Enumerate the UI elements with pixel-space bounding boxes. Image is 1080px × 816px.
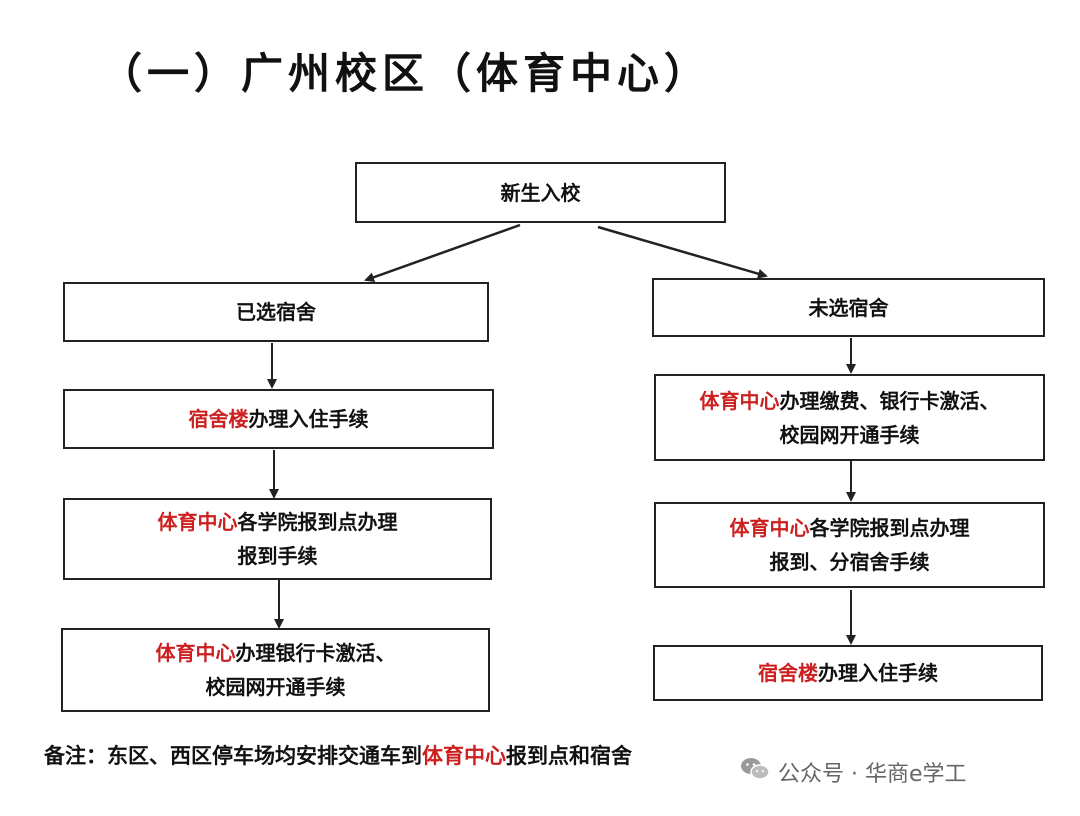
left-step-2-text: 各学院报到点办理 bbox=[237, 510, 398, 534]
right-step-1: 体育中心办理缴费、银行卡激活、 校园网开通手续 bbox=[654, 374, 1045, 461]
left-step-2-line1: 体育中心各学院报到点办理 bbox=[158, 505, 398, 539]
footnote-prefix: 备注：东区、西区停车场均安排交通车到 bbox=[44, 744, 422, 768]
right-head-label: 未选宿舍 bbox=[808, 295, 889, 320]
right-step-3-text: 办理入住手续 bbox=[818, 661, 938, 685]
footnote-suffix: 报到点和宿舍 bbox=[506, 744, 632, 768]
left-step-3-line2: 校园网开通手续 bbox=[205, 675, 346, 699]
right-head-box: 未选宿舍 bbox=[652, 278, 1045, 337]
left-head-box: 已选宿舍 bbox=[63, 282, 489, 342]
wechat-icon bbox=[740, 756, 770, 788]
left-step-1-text: 办理入住手续 bbox=[248, 407, 369, 431]
right-step-1-line2: 校园网开通手续 bbox=[779, 422, 920, 447]
page-title: （一）广州校区（体育中心） bbox=[100, 49, 712, 98]
left-step-3: 体育中心办理银行卡激活、 校园网开通手续 bbox=[61, 628, 490, 712]
arrow-start-to-left bbox=[364, 223, 521, 283]
right-step-2: 体育中心各学院报到点办理 报到、分宿舍手续 bbox=[654, 502, 1045, 588]
left-step-3-text: 办理银行卡激活、 bbox=[235, 641, 396, 665]
right-step-3-highlight: 宿舍楼 bbox=[758, 661, 818, 685]
right-step-2-line2: 报到、分宿舍手续 bbox=[769, 550, 930, 574]
watermark-text: 公众号 · 华商e学工 bbox=[778, 762, 967, 787]
left-step-3-line1: 体育中心办理银行卡激活、 bbox=[156, 636, 396, 670]
left-step-3-highlight: 体育中心 bbox=[155, 641, 236, 665]
left-head-label: 已选宿舍 bbox=[236, 300, 316, 324]
right-step-3-line1: 宿舍楼办理入住手续 bbox=[758, 656, 938, 690]
left-step-2: 体育中心各学院报到点办理 报到手续 bbox=[63, 498, 492, 580]
start-box: 新生入校 bbox=[355, 162, 726, 223]
left-step-1: 宿舍楼办理入住手续 bbox=[63, 389, 494, 449]
right-step-3: 宿舍楼办理入住手续 bbox=[653, 645, 1043, 701]
footnote-highlight: 体育中心 bbox=[422, 744, 506, 768]
right-step-1-text: 办理缴费、银行卡激活、 bbox=[779, 388, 1000, 413]
right-step-1-line1: 体育中心办理缴费、银行卡激活、 bbox=[700, 384, 1000, 418]
left-step-1-highlight: 宿舍楼 bbox=[188, 407, 249, 431]
left-step-2-line2: 报到手续 bbox=[237, 544, 318, 568]
right-step-1-highlight: 体育中心 bbox=[699, 388, 780, 413]
footnote: 备注：东区、西区停车场均安排交通车到体育中心报到点和宿舍 bbox=[44, 740, 632, 770]
right-step-2-text: 各学院报到点办理 bbox=[809, 516, 970, 540]
arrow-start-to-right bbox=[597, 225, 768, 279]
right-step-2-highlight: 体育中心 bbox=[729, 516, 810, 540]
left-step-2-highlight: 体育中心 bbox=[157, 510, 238, 534]
start-label: 新生入校 bbox=[500, 180, 581, 205]
watermark: 公众号 · 华商e学工 bbox=[740, 756, 967, 788]
left-step-1-line1: 宿舍楼办理入住手续 bbox=[189, 402, 369, 436]
right-step-2-line1: 体育中心各学院报到点办理 bbox=[730, 511, 970, 545]
